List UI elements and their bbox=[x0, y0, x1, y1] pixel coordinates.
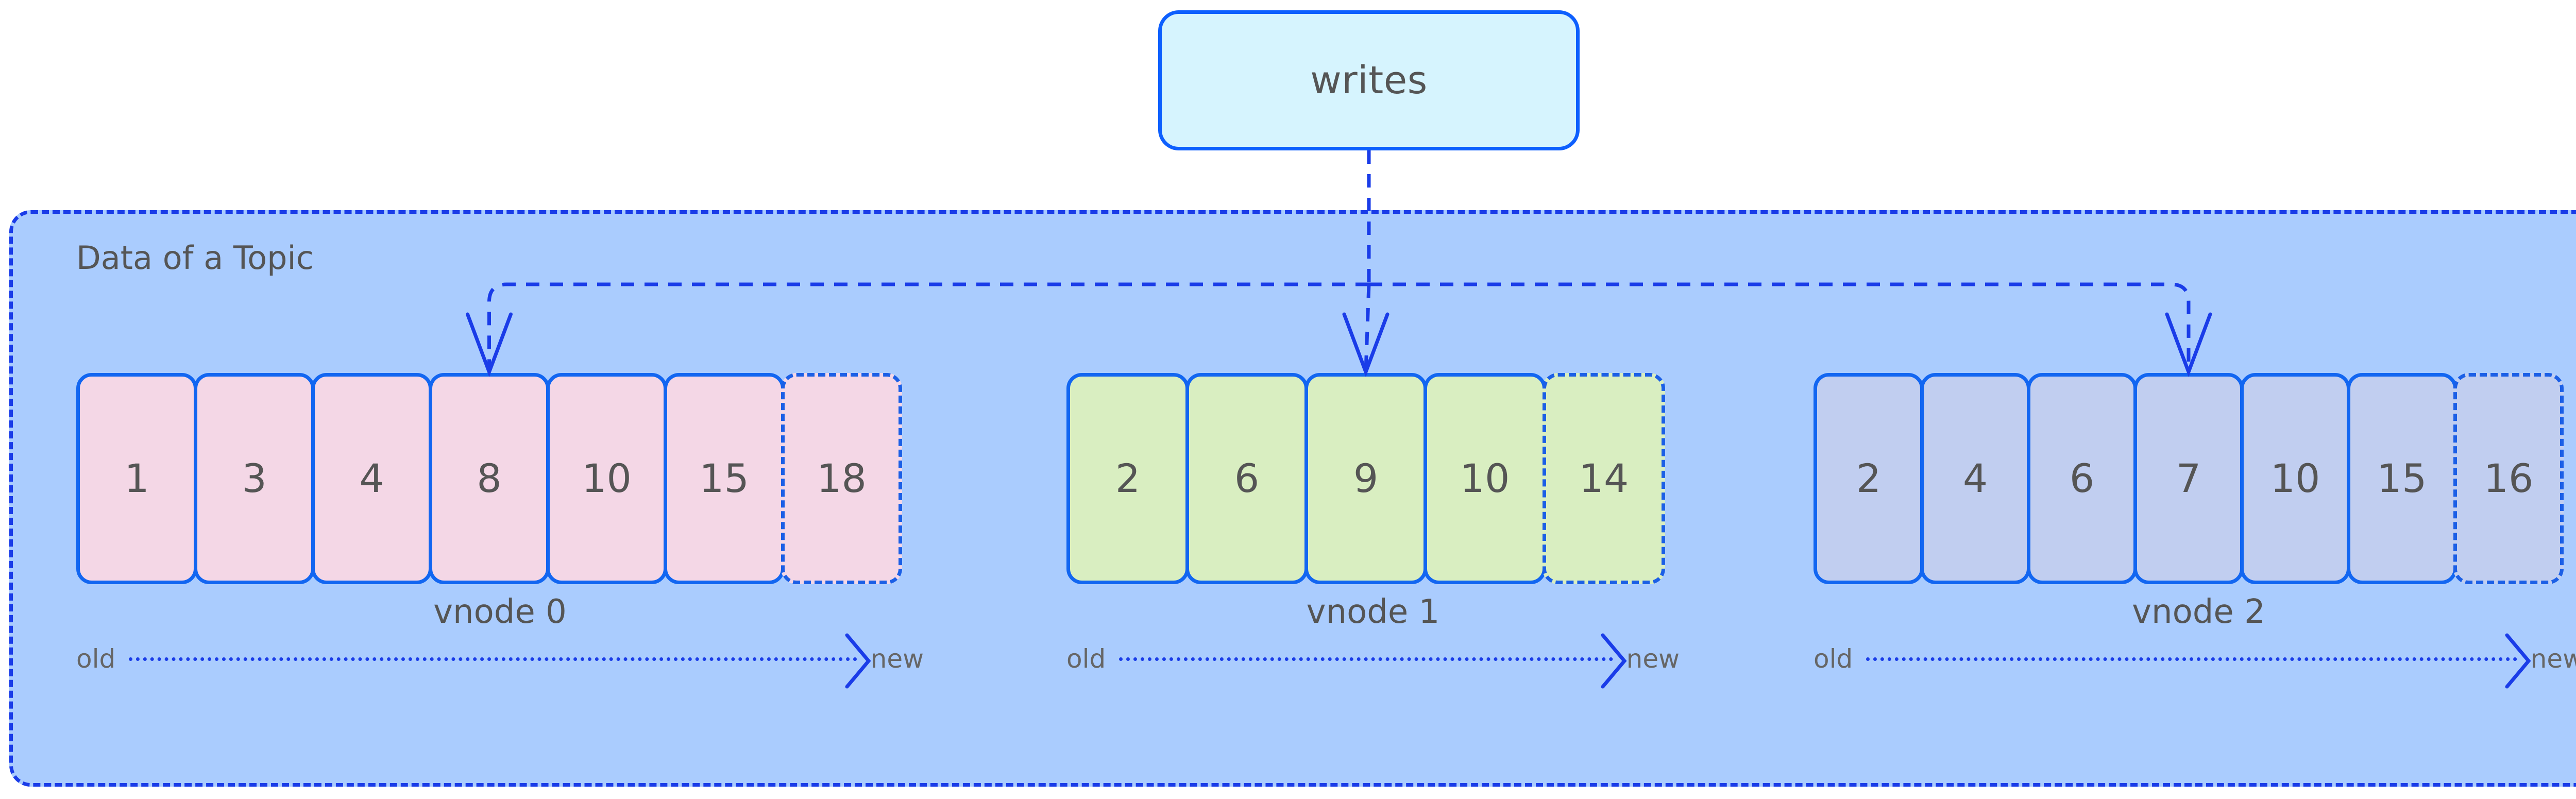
cell-value: 15 bbox=[699, 455, 749, 501]
vnode-0-label: vnode 0 bbox=[433, 593, 567, 631]
vnode-group-1: 2 6 9 10 14 vnode 1 old new bbox=[1066, 373, 1680, 688]
age-arrowhead-icon bbox=[1601, 633, 1627, 688]
vnode-1-cell-1[interactable]: 6 bbox=[1185, 373, 1308, 584]
vnode-group-0: 1 3 4 8 10 15 18 vnode 0 old new bbox=[76, 373, 924, 688]
vnode-2-cell-3[interactable]: 7 bbox=[2133, 373, 2244, 584]
vnode-2-cell-6[interactable]: 16 bbox=[2453, 373, 2564, 584]
vnode-2-cell-2[interactable]: 6 bbox=[2027, 373, 2137, 584]
vnode-0-cell-1[interactable]: 3 bbox=[194, 373, 315, 584]
vnode-group-2: 2 4 6 7 10 15 16 vnode 2 old new bbox=[1814, 373, 2576, 688]
cell-value: 4 bbox=[359, 455, 384, 501]
age-arrowhead-icon bbox=[2505, 633, 2531, 688]
cell-value: 9 bbox=[1353, 455, 1379, 501]
vnode-1-label: vnode 1 bbox=[1306, 593, 1440, 631]
vnode-2-cell-0[interactable]: 2 bbox=[1814, 373, 1924, 584]
cell-value: 16 bbox=[2483, 455, 2534, 501]
new-label: new bbox=[870, 644, 924, 674]
vnode-1-age-axis: old new bbox=[1066, 633, 1680, 688]
cell-value: 1 bbox=[124, 455, 149, 501]
cell-value: 2 bbox=[1856, 455, 1882, 501]
vnode-2-cell-5[interactable]: 15 bbox=[2347, 373, 2457, 584]
cell-value: 10 bbox=[582, 455, 632, 501]
vnode-2-cell-1[interactable]: 4 bbox=[1920, 373, 2030, 584]
new-label: new bbox=[1626, 644, 1680, 674]
cell-value: 10 bbox=[1460, 455, 1510, 501]
vnode-2-age-axis: old new bbox=[1814, 633, 2576, 688]
vnode-0-cells: 1 3 4 8 10 15 18 bbox=[76, 373, 924, 584]
vnode-1-cell-4[interactable]: 14 bbox=[1543, 373, 1665, 584]
cell-value: 15 bbox=[2377, 455, 2427, 501]
old-label: old bbox=[76, 644, 116, 674]
vnode-1-cells: 2 6 9 10 14 bbox=[1066, 373, 1680, 584]
age-arrow-line bbox=[1866, 633, 2531, 688]
writes-node[interactable]: writes bbox=[1158, 10, 1580, 150]
vnode-0-cell-4[interactable]: 10 bbox=[546, 373, 667, 584]
cell-value: 3 bbox=[242, 455, 267, 501]
cell-value: 2 bbox=[1115, 455, 1141, 501]
writes-label: writes bbox=[1310, 58, 1428, 103]
vnode-2-cell-4[interactable]: 10 bbox=[2240, 373, 2350, 584]
cell-value: 8 bbox=[477, 455, 502, 501]
cell-value: 6 bbox=[2069, 455, 2095, 501]
old-label: old bbox=[1066, 644, 1106, 674]
cell-value: 18 bbox=[817, 455, 867, 501]
new-label: new bbox=[2530, 644, 2576, 674]
vnode-0-age-axis: old new bbox=[76, 633, 924, 688]
vnode-0-cell-3[interactable]: 8 bbox=[429, 373, 550, 584]
old-label: old bbox=[1814, 644, 1853, 674]
vnode-1-cell-3[interactable]: 10 bbox=[1423, 373, 1546, 584]
cell-value: 4 bbox=[1962, 455, 1988, 501]
cell-value: 14 bbox=[1579, 455, 1629, 501]
cell-value: 7 bbox=[2176, 455, 2201, 501]
vnode-1-cell-0[interactable]: 2 bbox=[1066, 373, 1189, 584]
vnode-2-cells: 2 4 6 7 10 15 16 bbox=[1814, 373, 2576, 584]
topic-title: Data of a Topic bbox=[76, 239, 314, 277]
age-arrow-line bbox=[129, 633, 871, 688]
age-arrow-line bbox=[1119, 633, 1627, 688]
vnode-0-cell-6[interactable]: 18 bbox=[781, 373, 902, 584]
vnode-0-cell-2[interactable]: 4 bbox=[311, 373, 432, 584]
vnode-1-cell-2[interactable]: 9 bbox=[1304, 373, 1427, 584]
vnode-0-cell-0[interactable]: 1 bbox=[76, 373, 197, 584]
cell-value: 10 bbox=[2270, 455, 2320, 501]
vnode-2-label: vnode 2 bbox=[2132, 593, 2265, 631]
age-arrowhead-icon bbox=[845, 633, 871, 688]
cell-value: 6 bbox=[1234, 455, 1260, 501]
vnode-0-cell-5[interactable]: 15 bbox=[664, 373, 785, 584]
